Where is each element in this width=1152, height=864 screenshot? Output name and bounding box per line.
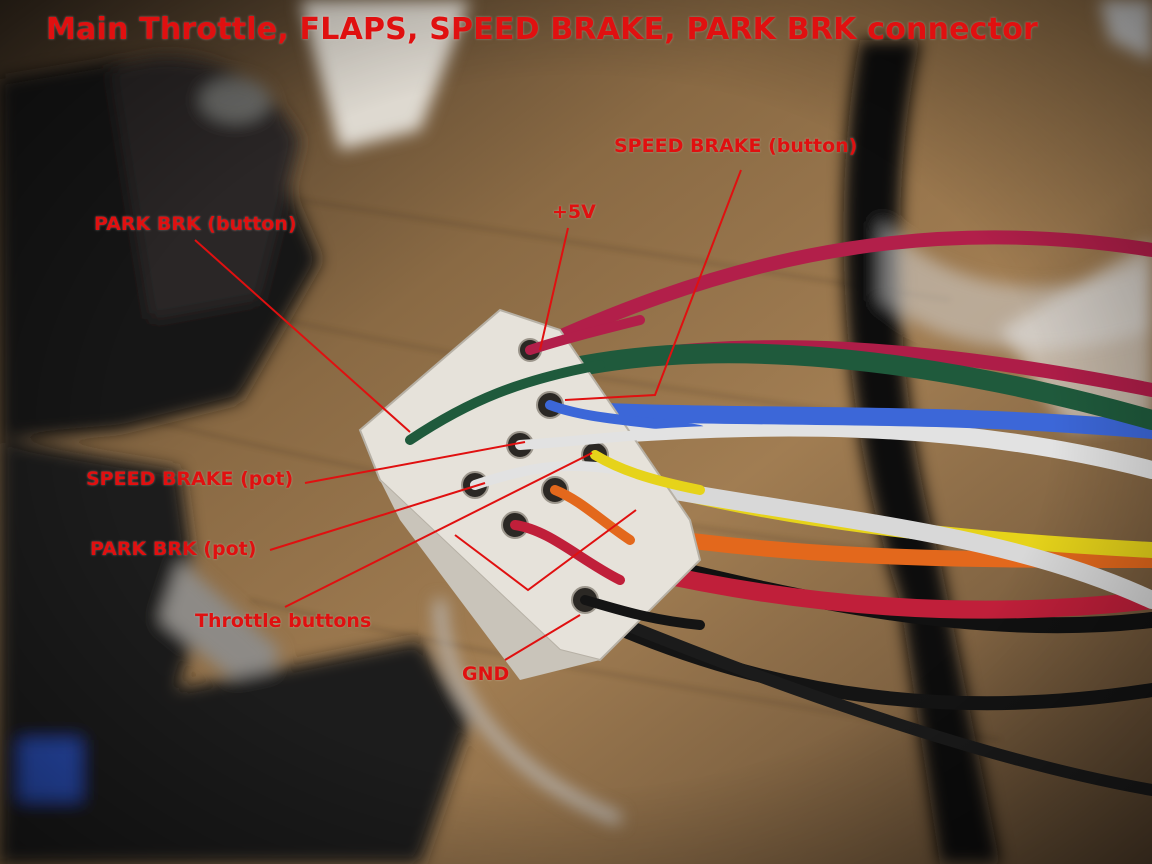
gnd-leader bbox=[504, 614, 581, 661]
speed-brake-pot-leader bbox=[304, 441, 526, 484]
label-plus5v: +5V bbox=[552, 201, 596, 223]
label-park-brk-button: PARK BRK (button) bbox=[94, 213, 297, 235]
park-brk-pot-leader bbox=[269, 482, 486, 551]
annotation-lines bbox=[194, 169, 742, 661]
label-park-brk-pot: PARK BRK (pot) bbox=[90, 538, 257, 560]
throttle-buttons-leader-b bbox=[454, 509, 637, 592]
plus5v-leader bbox=[539, 227, 569, 351]
park-brk-button-leader bbox=[194, 239, 411, 433]
label-gnd: GND bbox=[462, 663, 510, 685]
throttle-buttons-leader-a bbox=[284, 452, 593, 608]
label-speed-brake-button: SPEED BRAKE (button) bbox=[614, 135, 858, 157]
label-speed-brake-pot: SPEED BRAKE (pot) bbox=[86, 468, 294, 490]
speed-brake-button-leader bbox=[564, 169, 742, 401]
label-throttle-buttons: Throttle buttons bbox=[195, 610, 372, 632]
photo-title: Main Throttle, FLAPS, SPEED BRAKE, PARK … bbox=[46, 12, 1039, 47]
